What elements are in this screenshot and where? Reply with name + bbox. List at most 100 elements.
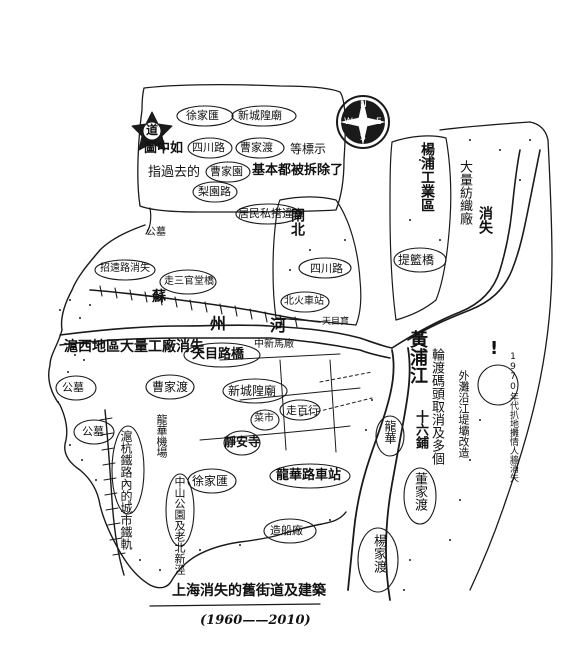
label-beizhan: 北火車站 <box>284 296 324 307</box>
legend-line2-prefix: 指過去的 <box>148 165 201 180</box>
label-longhua-airport: 龍華機場 <box>155 414 168 458</box>
label-exclaim: ! <box>490 338 499 359</box>
stipple <box>57 139 531 591</box>
huangpu-east-bank <box>385 347 411 601</box>
bubble-xinchenghuang <box>222 378 288 404</box>
bubble-caishi <box>250 409 280 431</box>
northeast-river-a <box>391 149 521 349</box>
label-shiliupu: 十六鋪 <box>413 410 428 449</box>
legend-sample-chenghuang: 新城隍廟 <box>238 109 282 122</box>
sw-railway <box>104 409 125 576</box>
bubble-1970 <box>477 364 519 406</box>
label-huangpu-jiang: 黃浦江 <box>407 330 428 384</box>
label-jiaoyuan: 招遠路消失 <box>100 263 150 274</box>
label-guangdong: 走三官堂橋 <box>164 276 214 287</box>
north-centre-outline <box>272 196 362 326</box>
map-title: 上海消失的舊街道及建築 <box>172 583 326 599</box>
label-jiangwan: 消失 <box>477 206 493 234</box>
compass-e: E <box>376 117 382 127</box>
bubble-longhua-station <box>269 463 351 489</box>
label-1970: 1970年代扒地攤情人牆消失 <box>508 352 518 482</box>
legend-bubbles <box>176 105 301 225</box>
label-longhua: 龍華 <box>383 420 397 444</box>
west-region-outline <box>48 224 347 589</box>
legend-line1-prefix: 圖中如 <box>144 141 184 156</box>
legend-dao-mark: 道 <box>146 123 159 137</box>
legend-sample-liyuan: 梨園路 <box>198 185 231 198</box>
star-badge <box>131 111 173 151</box>
bubble-jiaoyuan <box>94 259 156 281</box>
dashed-arrow-a <box>319 371 373 383</box>
northeast-district-outline <box>389 135 452 321</box>
legend-sample-sichuan: 四川路 <box>192 141 225 154</box>
sw-railway-ties <box>99 417 126 556</box>
legend-sample-yuan: 曹家園 <box>210 165 243 178</box>
label-longhua-station: 龍華路車站 <box>276 468 342 483</box>
compass-w: W <box>344 117 353 127</box>
bubble-tilanqiao <box>393 247 447 273</box>
label-hu-xibei: 滬西地區大量工廠消失 <box>64 339 204 355</box>
bubble-dongjiadu <box>403 467 437 525</box>
label-zhongshan-park: 中山公園及老北新涇 <box>173 476 186 575</box>
suzhou-creek-south <box>59 337 391 359</box>
label-caishi: 菜市 <box>254 413 274 424</box>
bubble-putuo <box>165 473 195 547</box>
compass-n: N <box>360 100 367 110</box>
bubble-caojiadu <box>145 374 195 400</box>
bubble-gongmu-b <box>73 419 115 445</box>
bubble-zaochuan <box>263 518 317 544</box>
label-bubbles <box>55 247 519 593</box>
label-zaochuan: 造船廠 <box>270 524 303 537</box>
label-tianmu-bridge: 天目路橋 <box>192 347 245 362</box>
label-hujiazhai: 滬杭鐵路內的城市鐵軌 <box>119 430 133 550</box>
label-gongmu-b: 公墓 <box>82 425 104 438</box>
legend-sample-xujiahui: 徐家匯 <box>186 109 219 122</box>
east-region-outline <box>439 121 553 591</box>
label-gongmu-top: 公墓 <box>146 227 166 238</box>
railway-ties <box>99 285 298 328</box>
road-5 <box>329 359 337 453</box>
legend-sample-caojiadu: 曹家渡 <box>240 141 273 154</box>
map-lines <box>48 84 553 607</box>
label-waitan-jiang: 外灘沿江堤壩改造 <box>457 370 470 458</box>
bubble-beizhan <box>280 291 330 313</box>
label-lunchuan: 輪渡碼頭取消及多個 <box>429 348 444 465</box>
bubble-sichuan <box>298 257 352 279</box>
compass-s: S <box>360 133 366 143</box>
northeast-river-b <box>407 149 541 341</box>
bubble-guangdong <box>159 269 217 295</box>
label-xujiahui: 徐家匯 <box>192 474 229 488</box>
map-years: (1960——2010) <box>200 613 311 628</box>
suzhou-creek-north <box>59 324 393 349</box>
label-caojiadu: 曹家渡 <box>152 380 189 394</box>
legend-sample-weizhang: 居民私搭違章 <box>238 207 304 220</box>
label-tilanqiao: 提籃橋 <box>398 253 435 267</box>
bubble-jingan <box>223 430 261 456</box>
road-2 <box>239 387 361 401</box>
label-tianbao: 天目寶 <box>322 317 350 327</box>
title-underline <box>149 603 321 607</box>
bubble-tianmu <box>183 342 261 368</box>
label-yangjiadu: 楊家渡 <box>371 534 386 573</box>
bubble-gongmu-a <box>55 375 97 401</box>
road-3 <box>199 425 351 441</box>
label-zhabei: 閘北 <box>289 208 305 236</box>
legend-line2-bold: 基本都被拆除了 <box>252 163 344 178</box>
bubble-hongqiao <box>111 425 145 515</box>
label-zoubaixi: 走百行 <box>286 404 319 417</box>
label-gongmu-a: 公墓 <box>62 381 84 394</box>
label-jingan: 靜安寺 <box>224 435 261 449</box>
compass <box>336 95 390 149</box>
label-he: 河 <box>270 316 287 335</box>
dashed-arrow-b <box>299 397 373 417</box>
legend-box <box>137 84 346 213</box>
label-huashui-tower: 大量紡織廠 <box>457 160 472 225</box>
bubble-zoubaixi <box>279 399 321 421</box>
label-zhongshan-car: 中新馬廠 <box>254 339 294 350</box>
huangpu-west-bank <box>347 349 395 591</box>
label-sichuan-rd: 四川路 <box>310 262 343 275</box>
label-zhou: 州 <box>210 314 227 333</box>
label-dongjiadu: 董家渡 <box>412 472 427 511</box>
legend-line1-suffix: 等標示 <box>290 142 327 156</box>
